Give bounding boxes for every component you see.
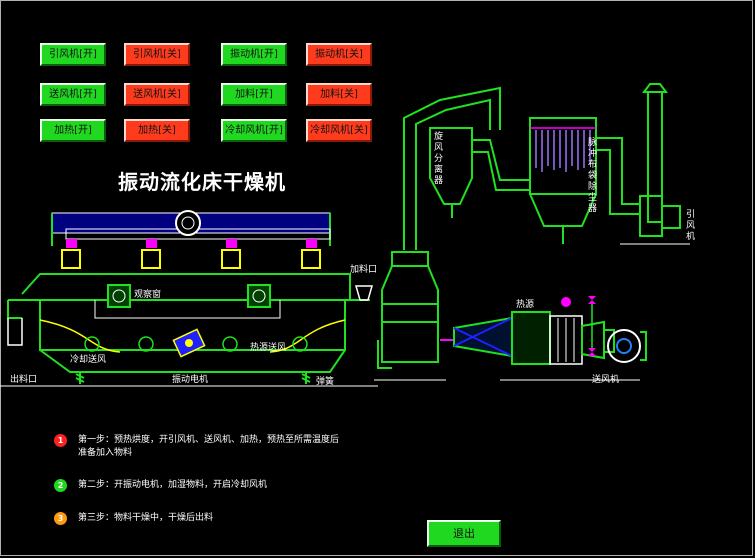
dryer-body	[7, 273, 370, 373]
label-induced-fan: 引风机	[686, 210, 696, 242]
blower-off-button[interactable]: 送风机[关]	[124, 83, 190, 106]
air-inlets	[84, 336, 308, 352]
blower-on-button[interactable]: 送风机[开]	[40, 83, 106, 106]
induced-fan-icon	[620, 195, 690, 245]
scrubber-tower	[374, 251, 454, 381]
label-cooling-air: 冷却送风	[70, 355, 107, 365]
label-blower: 送风机	[592, 375, 620, 385]
label-hot-air: 热源送风	[250, 343, 287, 353]
air-ducts	[403, 83, 668, 250]
step-text: 第一步：预热烘度，开引风机、送风机、加热，预热至所需温度后准备加入物料	[78, 435, 340, 458]
feeder-off-button[interactable]: 加料[关]	[306, 83, 372, 106]
vibration-motor-icon	[172, 328, 206, 358]
induced-fan-on-button[interactable]: 引风机[开]	[40, 43, 106, 66]
heater	[453, 311, 640, 381]
feeder-on-button[interactable]: 加料[开]	[221, 83, 287, 106]
vibration-motor-off-button[interactable]: 振动机[关]	[306, 43, 372, 66]
label-observation-window: 观察窗	[134, 290, 162, 300]
heater-on-button[interactable]: 加热[开]	[40, 119, 106, 142]
springs	[0, 372, 378, 387]
step-number-badge: 3	[54, 512, 67, 525]
vibration-motor-on-button[interactable]: 振动机[开]	[221, 43, 287, 66]
step-number-badge: 1	[54, 434, 67, 447]
label-cyclone: 旋风分离器	[434, 132, 444, 186]
cooling-fan-off-button[interactable]: 冷却风机[关]	[306, 119, 372, 142]
step-number-badge: 2	[54, 479, 67, 492]
filter-bags	[530, 127, 596, 172]
label-feed-inlet: 加料口	[350, 265, 378, 275]
heater-off-button[interactable]: 加热[关]	[124, 119, 190, 142]
cooling-fan-on-button[interactable]: 冷却风机[开]	[221, 119, 287, 142]
discharge-chute	[7, 318, 23, 346]
label-heat-source: 热源	[516, 300, 535, 310]
feed-hopper	[355, 285, 373, 301]
label-vibration-motor: 振动电机	[172, 375, 209, 385]
step-text: 第三步：物料干燥中，干燥后出料	[78, 513, 214, 523]
dryer-hangers	[61, 239, 321, 269]
induced-fan-off-button[interactable]: 引风机[关]	[124, 43, 190, 66]
valves	[561, 296, 596, 356]
observation-windows	[107, 284, 271, 308]
blower-fan-icon	[603, 329, 647, 363]
exit-button[interactable]: 退出	[427, 520, 501, 547]
label-bag-filter: 脉冲布袋除尘器	[588, 138, 598, 214]
label-spring: 弹簧	[316, 377, 335, 387]
dryer-top-frame	[51, 210, 331, 246]
step-text: 第二步：开振动电机，加湿物料，开启冷却风机	[78, 480, 268, 490]
page-title: 振动流化床干燥机	[118, 170, 286, 194]
label-discharge-outlet: 出料口	[10, 375, 38, 385]
